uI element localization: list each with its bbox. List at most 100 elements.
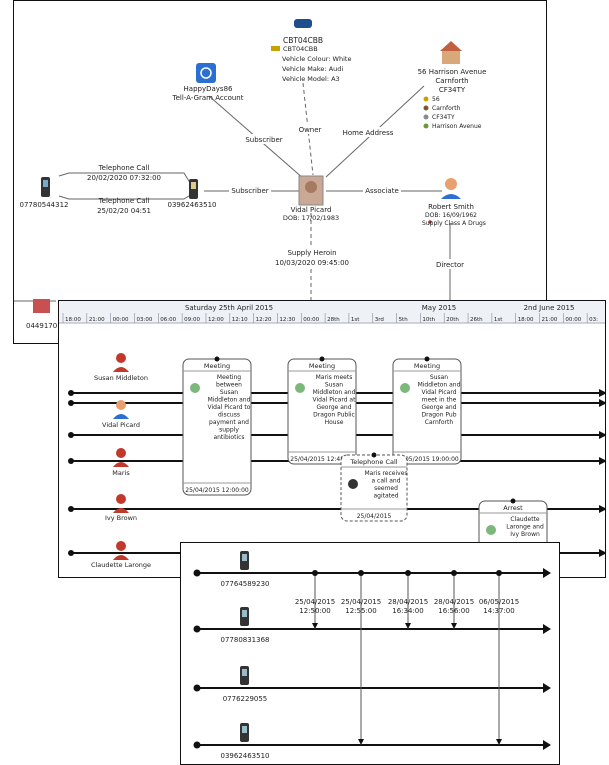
call-dot	[358, 570, 364, 576]
event-anchor	[510, 498, 516, 504]
person-claudette[interactable]: Claudette Laronge	[91, 541, 151, 569]
call-arrow	[405, 623, 411, 629]
lane-start	[68, 506, 74, 512]
header-tick-label: 18:00	[65, 317, 81, 323]
vehicle-title: CBT04CBB	[283, 36, 323, 45]
event-text: between	[216, 382, 242, 389]
header-tick-label: 3rd	[375, 317, 384, 323]
call-arrow	[496, 739, 502, 745]
address-detail-1: 56	[432, 96, 440, 103]
person-icon	[116, 541, 126, 551]
event-text: Vidal Picard to	[208, 404, 251, 411]
event-text: George and	[421, 404, 456, 411]
event-text: payment and	[209, 419, 249, 426]
call-arrow	[358, 739, 364, 745]
associate-dob: DOB: 16/09/1962	[425, 212, 477, 219]
label-supply-date: 10/03/2020 09:45:00	[275, 259, 349, 267]
header-tick-label: 09:00	[184, 317, 200, 323]
phone-node[interactable]: 0776229055	[223, 666, 268, 703]
event-text: Susan	[325, 382, 343, 389]
event-text: discuss	[218, 412, 240, 419]
event-text: House	[325, 419, 344, 426]
header-tick-label: 21:00	[89, 317, 105, 323]
lane-start	[68, 432, 74, 438]
house-icon	[442, 49, 460, 64]
phone-lanes: 07764589230 07780831368 0776229055 03962463…	[193, 551, 551, 760]
person-label: Claudette Laronge	[91, 561, 151, 569]
phone-node[interactable]: 03962463510	[221, 723, 270, 760]
call-labels: Telephone Call 20/02/2020 07:32:00 Telep…	[87, 164, 161, 215]
vehicle-node[interactable]: CBT04CBB CBT04CBB Vehicle Colour: White …	[271, 19, 351, 83]
call-time: 12:50:00	[299, 607, 330, 615]
address-node[interactable]: 56 Harrison Avenue Carnforth CF34TY 56 C…	[418, 41, 487, 130]
phone-node[interactable]: 07764589230	[221, 551, 270, 588]
event-text: supply	[219, 427, 239, 434]
phone-number: 0776229055	[223, 695, 268, 703]
event-text: Vidal Picard	[422, 389, 457, 396]
event-text: seemed	[374, 485, 398, 492]
link-chart-panel: CBT04CBB CBT04CBB Vehicle Colour: White …	[13, 0, 547, 344]
person-maris[interactable]: Maris	[112, 448, 130, 477]
event-text: Ivy Brown	[510, 531, 540, 538]
address-line1: 56 Harrison Avenue	[418, 68, 487, 76]
call-2-date: 25/02/20 04:51	[97, 207, 151, 215]
associate-name: Robert Smith	[428, 203, 474, 211]
lane-start	[68, 400, 74, 406]
label-subscriber-account: Subscriber	[245, 136, 282, 144]
call-link-2	[58, 193, 193, 200]
header-tick-label: 03:	[589, 317, 598, 323]
lane-arrow	[599, 549, 605, 557]
phone-mid-node[interactable]: 03962463510	[168, 179, 217, 209]
call-arrow	[312, 623, 318, 629]
address-detail-3: CF34TY	[432, 114, 455, 121]
call-dot	[312, 570, 318, 576]
link-owner	[302, 82, 314, 176]
person-vidal[interactable]: Vidal Picard	[102, 400, 140, 429]
account-type: Tell-A-Gram Account	[172, 94, 244, 102]
header-date-c: 2nd June 2015	[524, 304, 575, 312]
car-icon	[294, 19, 312, 28]
lane-arrow	[599, 505, 605, 513]
phone-node[interactable]: 07780831368	[221, 607, 270, 644]
account-name: HappyDays86	[184, 85, 234, 93]
phone-left-node[interactable]: 07780544312	[20, 177, 69, 209]
person-ivy[interactable]: Ivy Brown	[105, 494, 137, 522]
account-node[interactable]: HappyDays86 Tell-A-Gram Account	[172, 63, 244, 102]
header-date-b: May 2015	[422, 304, 457, 312]
call-time: 16:34:00	[392, 607, 423, 615]
header-tick-label: 1st	[494, 317, 503, 323]
event-anchor	[214, 356, 220, 362]
person-susan[interactable]: Susan Middleton	[94, 353, 148, 382]
header-tick-label: 12:30	[279, 317, 295, 323]
call-date: 28/04/2015	[434, 598, 474, 606]
person-node[interactable]: Vidal Picard DOB: 17/02/1983	[283, 175, 339, 222]
phone-mid-number: 03962463510	[168, 201, 217, 209]
call-dot	[496, 570, 502, 576]
label-supply: Supply Heroin	[287, 249, 336, 257]
timeline-panel: Saturday 25th April 2015 May 2015 2nd Ju…	[58, 300, 606, 578]
associate-node[interactable]: Robert Smith DOB: 16/09/1962 Supply Clas…	[422, 178, 486, 227]
call-arrow	[451, 623, 457, 629]
event-text: antibiotics	[213, 434, 244, 441]
document-icon	[33, 299, 50, 313]
header-tick-label: 5th	[399, 317, 409, 323]
plate-icon	[271, 46, 280, 51]
call-1-date: 20/02/2020 07:32:00	[87, 174, 161, 182]
event-date: 25/04/2015 12:00:00	[185, 487, 249, 494]
lane-start	[68, 390, 74, 396]
event-text: George and	[316, 404, 351, 411]
vehicle-model: Vehicle Model: A3	[282, 75, 340, 83]
call-time: 12:55:00	[345, 607, 376, 615]
call-2-label: Telephone Call	[98, 197, 150, 205]
